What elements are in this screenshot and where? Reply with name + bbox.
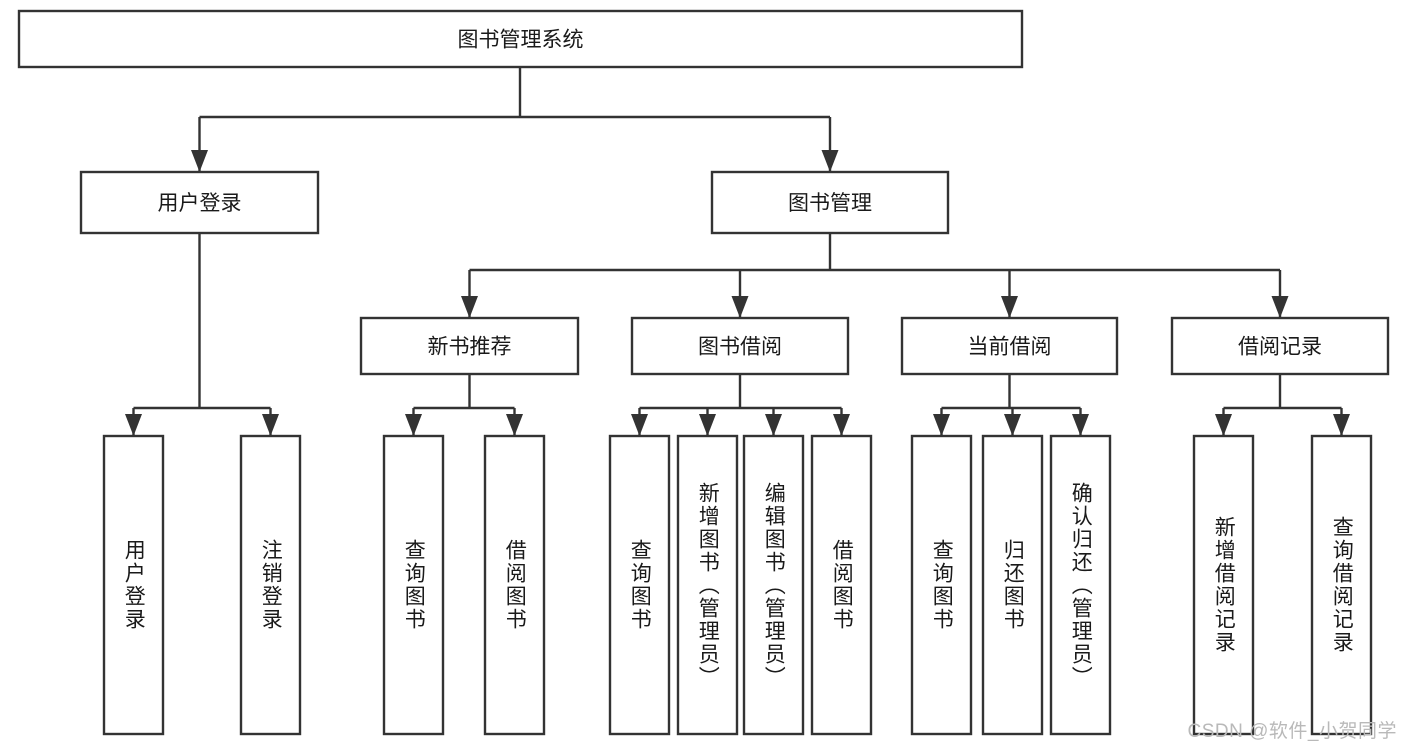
node-leaf-borrow-book-2-box[interactable]	[810, 434, 873, 736]
node-user-login-box[interactable]	[79, 170, 320, 235]
node-new-book-recommend-box[interactable]	[359, 316, 580, 376]
csdn-watermark: CSDN @软件_小贺同学	[1187, 721, 1397, 742]
node-leaf-query-book-1-box[interactable]	[382, 434, 445, 736]
node-leaf-query-record-box[interactable]	[1310, 434, 1373, 736]
arrow-to-leaf-borrow-book-1	[506, 414, 523, 436]
node-leaf-query-book-2-box[interactable]	[608, 434, 671, 736]
arrow-to-leaf-query-book-1	[405, 414, 422, 436]
arrow-to-leaf-query-book-2	[631, 414, 648, 436]
node-user-login-label: 用户登录	[158, 192, 242, 215]
connector-layer	[125, 67, 1350, 436]
node-book-borrow-box[interactable]	[630, 316, 850, 376]
node-current-borrow-box[interactable]	[900, 316, 1119, 376]
arrow-to-book-manage	[821, 150, 839, 172]
node-leaf-add-record-box[interactable]	[1192, 434, 1255, 736]
arrow-to-book-borrow	[731, 296, 749, 318]
node-new-book-recommend-label: 新书推荐	[428, 336, 512, 359]
arrow-to-leaf-return-book	[1004, 414, 1021, 436]
node-leaf-borrow-book-1-box[interactable]	[483, 434, 546, 736]
node-root-box[interactable]	[17, 9, 1024, 69]
arrow-to-leaf-query-record	[1333, 414, 1350, 436]
arrow-to-leaf-confirm-return	[1072, 414, 1089, 436]
node-leaf-return-book-box[interactable]	[981, 434, 1044, 736]
node-leaf-user-logout-box[interactable]	[239, 434, 302, 736]
arrow-to-leaf-user-logout	[262, 414, 279, 436]
node-leaf-user-login-box[interactable]	[102, 434, 165, 736]
arrow-to-borrow-record	[1271, 296, 1289, 318]
arrow-to-leaf-borrow-book-2	[833, 414, 850, 436]
node-current-borrow-label: 当前借阅	[968, 336, 1052, 359]
node-borrow-record-box[interactable]	[1170, 316, 1390, 376]
node-book-borrow-label: 图书借阅	[698, 336, 782, 359]
arrow-to-leaf-query-book-3	[933, 414, 950, 436]
arrow-to-user-login	[191, 150, 208, 172]
node-leaf-query-book-3-box[interactable]	[910, 434, 973, 736]
arrow-to-current-borrow	[1001, 296, 1018, 318]
arrow-to-leaf-add-book	[699, 414, 716, 436]
node-leaf-add-book-box[interactable]	[676, 434, 739, 736]
node-book-manage-label: 图书管理	[788, 192, 872, 215]
node-book-manage-box[interactable]	[710, 170, 950, 235]
node-leaf-edit-book-box[interactable]	[742, 434, 805, 736]
arrow-to-leaf-user-login	[125, 414, 142, 436]
arrow-to-leaf-edit-book	[765, 414, 782, 436]
node-root-label: 图书管理系统	[458, 29, 584, 52]
node-leaf-confirm-return-box[interactable]	[1049, 434, 1112, 736]
arrow-to-leaf-add-record	[1215, 414, 1232, 436]
node-borrow-record-label: 借阅记录	[1238, 336, 1322, 359]
arrow-to-new-book-recommend	[461, 296, 478, 318]
